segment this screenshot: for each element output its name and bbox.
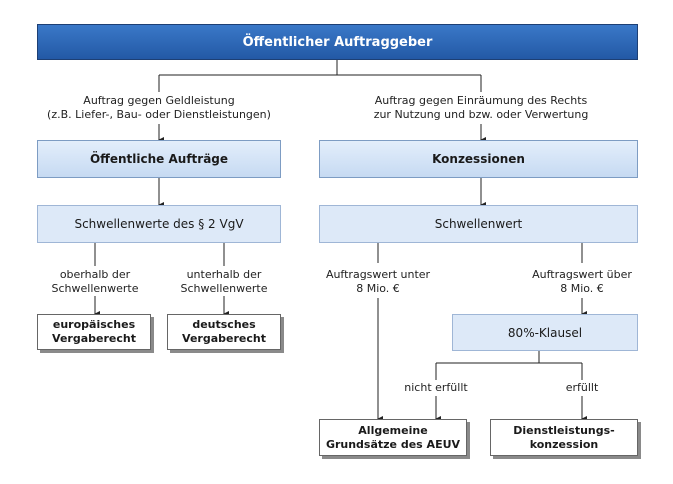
public-contracts-node: Öffentliche Aufträge — [37, 140, 281, 178]
left-threshold-label: Schwellenwerte des § 2 VgV — [74, 217, 244, 231]
fulfilled-label: erfüllt — [565, 381, 599, 394]
root-node: Öffentlicher Auftraggeber — [37, 24, 638, 60]
value-over-line2: 8 Mio. € — [560, 282, 604, 295]
value-over-line1: Auftragswert über — [532, 268, 632, 281]
above-threshold-line2: Schwellenwerte — [51, 282, 139, 295]
right-threshold-node: Schwellenwert — [319, 205, 638, 243]
service-concession-line2: konzession — [529, 437, 599, 451]
german-law-line2: Vergaberecht — [182, 332, 266, 345]
value-under-line2: 8 Mio. € — [356, 282, 400, 295]
not-fulfilled-label: nicht erfüllt — [404, 381, 468, 394]
european-law-line1: europäisches — [52, 318, 136, 331]
general-principles-line2: Grundsätze des AEUV — [325, 437, 461, 451]
value-under-line1: Auftragswert unter — [325, 268, 431, 281]
clause-node: 80%-Klausel — [452, 314, 638, 351]
general-principles-node: Allgemeine Grundsätze des AEUV — [319, 419, 467, 456]
concessions-node: Konzessionen — [319, 140, 638, 178]
german-procurement-law-node: deutsches Vergaberecht — [167, 314, 281, 350]
below-threshold-line2: Schwellenwerte — [180, 282, 268, 295]
service-concession-node: Dienstleistungs- konzession — [490, 419, 638, 456]
european-law-line2: Vergaberecht — [52, 332, 136, 345]
concessions-label: Konzessionen — [432, 152, 525, 166]
left-edge-label-line1: Auftrag gegen Geldleistung — [83, 94, 235, 107]
left-threshold-node: Schwellenwerte des § 2 VgV — [37, 205, 281, 243]
below-threshold-line1: unterhalb der — [186, 268, 262, 281]
right-edge-label: Auftrag gegen Einräumung des Rechts zur … — [352, 94, 610, 122]
value-over-label: Auftragswert über 8 Mio. € — [517, 268, 647, 296]
public-contracts-label: Öffentliche Aufträge — [89, 152, 229, 166]
clause-label: 80%-Klausel — [507, 325, 583, 340]
root-label: Öffentlicher Auftraggeber — [242, 34, 433, 50]
below-threshold-label: unterhalb der Schwellenwerte — [164, 268, 284, 296]
right-edge-label-line1: Auftrag gegen Einräumung des Rechts — [374, 94, 588, 107]
german-law-line1: deutsches — [192, 318, 256, 331]
right-edge-label-line2: zur Nutzung und bzw. oder Verwertung — [373, 108, 589, 121]
left-edge-label: Auftrag gegen Geldleistung (z.B. Liefer-… — [30, 94, 288, 122]
service-concession-line1: Dienstleistungs- — [513, 423, 615, 437]
value-under-label: Auftragswert unter 8 Mio. € — [313, 268, 443, 296]
right-threshold-label: Schwellenwert — [434, 217, 523, 231]
general-principles-line1: Allgemeine — [358, 423, 428, 437]
above-threshold-label: oberhalb der Schwellenwerte — [35, 268, 155, 296]
above-threshold-line1: oberhalb der — [59, 268, 131, 281]
european-procurement-law-node: europäisches Vergaberecht — [37, 314, 151, 350]
left-edge-label-line2: (z.B. Liefer-, Bau- oder Dienstleistunge… — [47, 108, 271, 121]
